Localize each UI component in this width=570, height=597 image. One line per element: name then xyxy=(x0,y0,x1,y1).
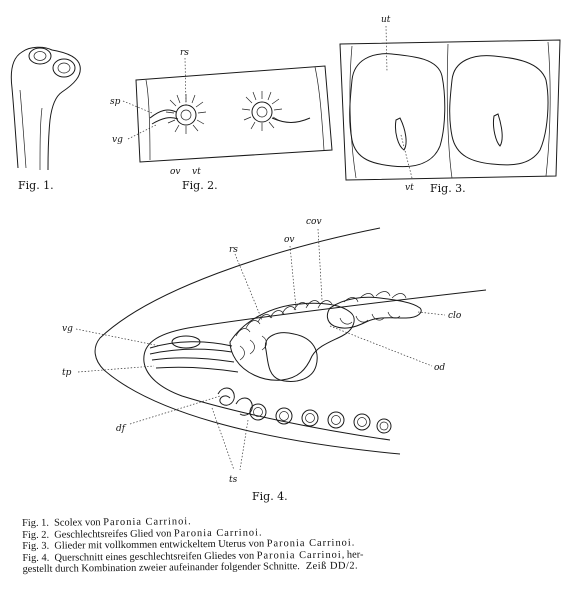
fig4-central-sac xyxy=(264,332,318,382)
sucker-1 xyxy=(28,47,52,65)
fig4-cross-section: rs ov cov clo vg tp od df ts Fig. 4. xyxy=(62,217,487,503)
fig1-scolex: Fig. 1. xyxy=(10,46,81,192)
fig2-label-sp: sp xyxy=(110,97,121,107)
fig4-label: Fig. 4. xyxy=(252,490,288,503)
fig3-uterus-right xyxy=(449,55,549,166)
fig3-uterus-left xyxy=(349,53,446,168)
fig1-label: Fig. 1. xyxy=(18,179,54,192)
fig2-label-rs: rs xyxy=(180,48,189,58)
fig4-label-ts: ts xyxy=(229,475,238,485)
fig4-ovary-lobes xyxy=(229,300,355,381)
sucker-2 xyxy=(52,58,76,78)
fig3-label-ut: ut xyxy=(381,15,391,25)
caption: Fig. 1. Scolex von Paronia Carrinoi. Fig… xyxy=(22,512,563,576)
fig2-label-vt: vt xyxy=(192,167,201,177)
fig4-label-ov: ov xyxy=(284,235,295,245)
fig2-receptaculum-left xyxy=(175,104,197,126)
fig4-label-clo: clo xyxy=(448,311,462,321)
fig3-gravid-segments: ut vt Fig. 3. xyxy=(339,15,561,195)
fig4-receptaculum xyxy=(171,335,201,349)
magnification: Zeiß DD/2. xyxy=(305,560,359,573)
fig2-label-vg: vg xyxy=(112,135,123,145)
fig4-label-od: od xyxy=(434,363,445,373)
fig2-receptaculum-right xyxy=(251,101,273,123)
fig2-label-ov: ov xyxy=(170,167,181,177)
fig4-label-cov: cov xyxy=(306,217,322,227)
fig2-label: Fig. 2. xyxy=(182,179,218,192)
fig4-label-tp: tp xyxy=(62,368,72,378)
fig4-label-vg: vg xyxy=(62,324,73,334)
fig4-label-rs: rs xyxy=(229,245,238,255)
fig3-label: Fig. 3. xyxy=(430,182,466,195)
fig4-lobes-right xyxy=(326,291,422,329)
fig4-duct-coil xyxy=(217,387,235,406)
fig3-label-vt: vt xyxy=(405,183,414,193)
fig4-label-df: df xyxy=(116,424,127,434)
fig2-mature-segment: rs sp vg ov vt Fig. 2. xyxy=(110,48,333,192)
fig4-spheres xyxy=(249,403,392,434)
